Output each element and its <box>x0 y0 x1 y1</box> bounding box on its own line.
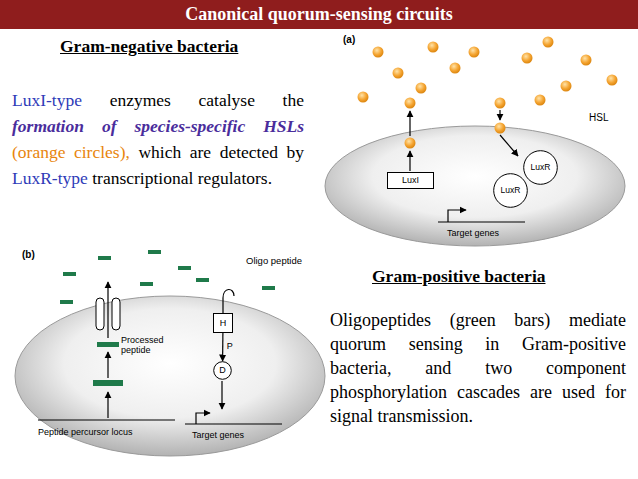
hsl-molecule <box>405 98 416 109</box>
hsl-molecule <box>561 81 572 92</box>
hsl-molecule <box>581 55 592 66</box>
import-arrow <box>499 110 500 120</box>
oligopeptide-bar <box>178 266 191 270</box>
node-text: LuxR <box>501 186 521 195</box>
oligopeptide-bar <box>60 300 73 304</box>
gene-label: Peptide percursor locus <box>38 427 133 438</box>
text-run: the <box>283 90 304 110</box>
response-regulator-circle: D <box>213 361 232 380</box>
hsl-molecule <box>495 123 506 134</box>
hsl-molecule <box>522 53 533 64</box>
peptide-bar <box>93 380 123 386</box>
text-run: enzymes <box>110 90 199 110</box>
text-run: catalyse <box>199 90 283 110</box>
enzyme-box: LuxI <box>387 172 434 189</box>
molecule-label: HSL <box>589 112 608 124</box>
text-run: by <box>286 142 304 162</box>
title-band: Canonical quorum-sensing circuits <box>0 0 638 29</box>
section-heading: Gram-positive bacteria <box>372 266 546 287</box>
hsl-molecule <box>607 75 618 86</box>
signal-arrow <box>222 333 223 361</box>
processing-arrow <box>107 352 108 378</box>
circle-shape <box>494 174 528 208</box>
hsl-molecule <box>450 63 461 74</box>
text-run: formation <box>12 116 102 136</box>
gene-label: Target genes <box>192 430 244 441</box>
text-run: circles), <box>74 142 138 162</box>
gene-label: Target genes <box>447 228 499 239</box>
hsl-molecule <box>543 37 554 48</box>
node-text: LuxI <box>402 176 419 185</box>
text-run: transcriptional <box>92 168 197 188</box>
description-text: Oligopeptides (green bars) mediate quoru… <box>330 308 626 428</box>
cell-membrane <box>325 126 625 246</box>
hsl-molecule <box>393 68 404 79</box>
regulator-circle: LuxR <box>493 173 528 208</box>
hsl-molecule <box>373 47 384 58</box>
text-run: (orange <box>12 142 74 162</box>
text-run: detected <box>220 142 287 162</box>
cell-membrane <box>15 296 325 456</box>
edge-label: P <box>227 341 233 351</box>
hsl-molecule <box>405 138 416 149</box>
transporter-symbol <box>96 298 104 330</box>
text-run: which <box>138 142 189 162</box>
molecule-label: Oligo peptide <box>246 255 302 266</box>
regulator-circle: LuxR <box>523 150 558 185</box>
node-text: D <box>219 366 226 375</box>
translation-arrow <box>107 392 108 418</box>
oligopeptide-bar <box>196 278 209 282</box>
transporter-symbol <box>112 298 120 330</box>
text-run: species-specific <box>134 116 263 136</box>
dna-line <box>185 423 282 424</box>
molecule-label: Processed peptide <box>121 335 169 355</box>
export-arrow <box>409 111 410 136</box>
panel-label: (b) <box>22 249 35 261</box>
oligopeptide-bar <box>63 272 76 276</box>
text-run: regulators. <box>198 168 272 188</box>
synthesis-arrow <box>409 151 410 171</box>
text-run: LuxR-type <box>12 168 92 188</box>
histidine-kinase-box: H <box>213 313 233 333</box>
promoter-arrow <box>196 413 210 424</box>
export-arrow <box>107 282 108 338</box>
hsl-molecule <box>535 95 546 106</box>
circle-shape <box>524 151 558 185</box>
hsl-molecule <box>358 92 369 103</box>
dna-line <box>438 221 525 222</box>
description-text: LuxI-type enzymes catalyse the formation… <box>12 87 304 191</box>
promoter-arrow <box>448 210 466 222</box>
hsl-molecule <box>416 83 427 94</box>
section-heading: Gram-negative bacteria <box>60 36 238 57</box>
oligopeptide-bar <box>140 282 153 286</box>
receptor-symbol <box>223 289 234 313</box>
text-run: HSLs <box>263 116 304 136</box>
title-text: Canonical quorum-sensing circuits <box>185 4 453 25</box>
hsl-molecule <box>469 47 480 58</box>
node-text: LuxR <box>531 163 551 172</box>
circle-shape <box>214 362 232 380</box>
text-run: are <box>190 142 220 162</box>
peptide-bar <box>97 342 119 347</box>
dna-line <box>38 419 175 420</box>
hsl-molecule <box>428 42 439 53</box>
text-run: LuxI-type <box>12 90 110 110</box>
hsl-molecule <box>495 98 506 109</box>
oligopeptide-bar <box>148 250 161 254</box>
regulation-arrow <box>221 381 222 409</box>
text-run: of <box>102 116 135 136</box>
node-text: H <box>220 319 227 328</box>
panel-label: (a) <box>343 34 355 46</box>
oligopeptide-bar <box>262 286 275 290</box>
oligopeptide-bar <box>98 256 111 260</box>
binding-arrow <box>500 135 518 156</box>
